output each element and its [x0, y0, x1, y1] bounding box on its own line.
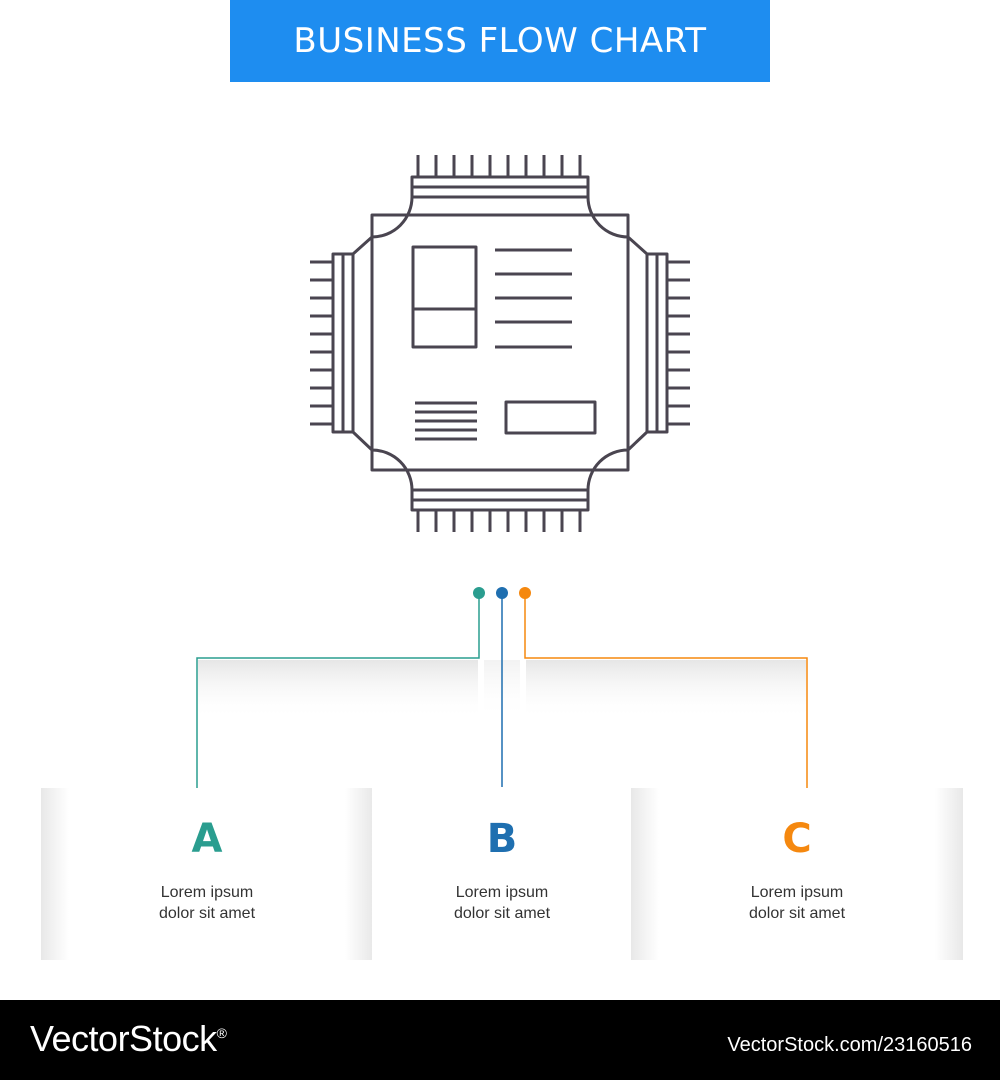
connector-shadow-a — [198, 660, 478, 720]
step-letter: A — [191, 816, 223, 862]
chip-top-pins — [416, 155, 582, 177]
step-description: Lorem ipsum dolor sit amet — [372, 882, 632, 924]
step-card-c: C Lorem ipsum dolor sit amet — [631, 788, 963, 960]
vectorstock-logo: VectorStock® — [30, 1018, 227, 1060]
connector-c — [519, 587, 808, 797]
card-shade-right — [935, 788, 963, 960]
card-shade-left — [41, 788, 69, 960]
step-card-b: B Lorem ipsum dolor sit amet — [372, 788, 632, 960]
step-text-line: Lorem ipsum — [750, 884, 844, 901]
connector-shadow-c — [526, 660, 806, 720]
footer-bar: VectorStock® VectorStock.com/23160516 — [0, 1000, 1000, 1080]
title-banner: BUSINESS FLOW CHART — [230, 0, 770, 82]
page-title: BUSINESS FLOW CHART — [293, 21, 707, 61]
chip-left-pins — [310, 260, 333, 426]
chip-bottom-pins — [416, 510, 582, 532]
chip-right-pins — [667, 260, 690, 426]
connector-shadow-b — [484, 660, 520, 720]
step-text-line: Lorem ipsum — [455, 884, 549, 901]
step-text-line: dolor sit amet — [453, 905, 551, 922]
step-text-line: dolor sit amet — [158, 905, 256, 922]
step-text-line: Lorem ipsum — [160, 884, 254, 901]
step-text-line: dolor sit amet — [748, 905, 846, 922]
step-letter: C — [782, 816, 812, 862]
step-description: Lorem ipsum dolor sit amet — [631, 882, 963, 924]
connector-b — [496, 587, 508, 787]
card-shade-left — [631, 788, 659, 960]
connector-a — [196, 587, 485, 797]
cpu-chip-icon — [310, 155, 690, 532]
step-card-a: A Lorem ipsum dolor sit amet — [41, 788, 373, 960]
logo-text: VectorStock — [30, 1018, 217, 1059]
card-shade-right — [345, 788, 373, 960]
step-letter: B — [486, 816, 518, 862]
image-id: VectorStock.com/23160516 — [727, 1034, 972, 1056]
step-description: Lorem ipsum dolor sit amet — [41, 882, 373, 924]
registered-mark: ® — [216, 1025, 227, 1041]
